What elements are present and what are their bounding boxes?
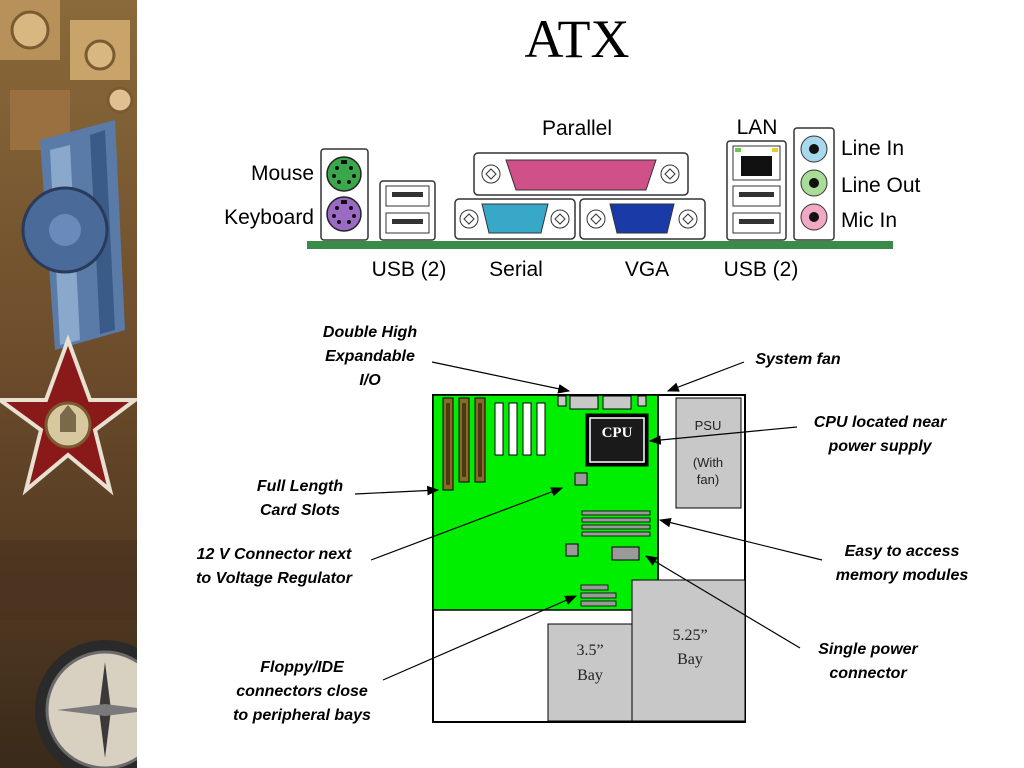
callout-double-high-1: Double High xyxy=(323,324,417,341)
label-mic-in: Mic In xyxy=(841,209,897,232)
callout-floppy-2: connectors close xyxy=(236,683,368,700)
bay-35 xyxy=(547,623,633,722)
label-vga: VGA xyxy=(625,258,669,281)
io-panel: Mouse Keyboard Parallel LAN Line In Line… xyxy=(224,116,920,281)
memory-modules xyxy=(581,510,651,537)
callout-system-fan: System fan xyxy=(755,351,841,368)
label-keyboard: Keyboard xyxy=(224,206,314,229)
callout-floppy-1: Floppy/IDE xyxy=(260,659,345,676)
callout-labels: Double High Expandable I/O System fan CP… xyxy=(196,324,968,724)
cpu-label: CPU xyxy=(602,425,633,441)
label-mouse: Mouse xyxy=(251,162,314,185)
decorative-sidebar-image xyxy=(0,0,137,768)
arrow-system-fan xyxy=(666,361,745,392)
medal-cross xyxy=(0,334,137,496)
callout-12v-1: 12 V Connector next xyxy=(197,546,352,563)
full-length-slots xyxy=(442,397,486,491)
pcb-strip xyxy=(307,241,893,249)
line-out-jack-icon xyxy=(800,169,828,197)
serial-port-icon xyxy=(454,198,576,240)
callout-single-power-1: Single power xyxy=(818,641,918,658)
arrow-memory xyxy=(658,517,823,561)
power-connector xyxy=(611,546,640,561)
regulator-chip xyxy=(574,472,588,486)
floppy-ide-connectors xyxy=(580,584,617,607)
callout-single-power-2: connector xyxy=(829,665,907,682)
mouse-port-icon xyxy=(326,156,362,192)
callout-full-length-1: Full Length xyxy=(257,478,343,495)
mic-in-jack-icon xyxy=(800,203,828,231)
lan-usb-ports xyxy=(726,140,787,241)
label-line-out: Line Out xyxy=(841,174,921,197)
psu-sub1: (With xyxy=(693,455,723,470)
line-in-jack-icon xyxy=(800,135,828,163)
arrow-power xyxy=(644,555,801,649)
parallel-port-icon xyxy=(473,152,689,196)
bay525-line2: Bay xyxy=(677,651,703,668)
label-usb-right: USB (2) xyxy=(724,258,799,281)
arrow-cpu-near xyxy=(648,426,798,445)
arrow-floppy xyxy=(382,595,578,681)
callout-double-high-2: Expandable xyxy=(325,348,415,365)
callout-12v-2: to Voltage Regulator xyxy=(196,570,353,587)
medal-ribbon xyxy=(21,120,125,350)
callout-arrows xyxy=(354,361,823,681)
compass-icon xyxy=(35,640,137,768)
bay525-line1: 5.25” xyxy=(672,627,707,644)
bay35-line1: 3.5” xyxy=(576,642,603,659)
label-lan: LAN xyxy=(737,116,778,139)
slide-title: ATX xyxy=(524,9,630,69)
label-line-in: Line In xyxy=(841,137,904,160)
rear-io-connectors xyxy=(557,395,647,410)
callout-cpu-near-1: CPU located near xyxy=(814,414,947,431)
psu-label: PSU xyxy=(695,418,722,433)
atx-case-layout: CPU PSU (With fan) 3.5” Bay 5.25” Bay xyxy=(432,394,746,723)
cpu-chip-icon: CPU xyxy=(585,413,649,467)
callout-double-high-3: I/O xyxy=(359,372,381,389)
vga-port-icon xyxy=(579,198,706,240)
callout-memory-1: Easy to access xyxy=(845,543,960,560)
callout-memory-2: memory modules xyxy=(836,567,969,584)
usb-left-ports xyxy=(379,180,436,241)
psu-sub2: fan) xyxy=(697,472,719,487)
label-parallel: Parallel xyxy=(542,117,612,140)
arrow-double-high xyxy=(431,361,571,394)
audio-jacks xyxy=(793,127,835,241)
v12-connector xyxy=(565,543,579,557)
arrow-full-length xyxy=(354,485,440,496)
keyboard-port-icon xyxy=(326,196,362,232)
tile-pattern xyxy=(0,0,134,150)
label-serial: Serial xyxy=(489,258,543,281)
callout-cpu-near-2: power supply xyxy=(827,438,932,455)
callout-floppy-3: to peripheral bays xyxy=(233,707,371,724)
psu-box xyxy=(675,397,742,509)
pci-slots xyxy=(494,402,546,456)
callout-full-length-2: Card Slots xyxy=(260,502,340,519)
bay35-line2: Bay xyxy=(577,667,603,684)
label-usb-left: USB (2) xyxy=(372,258,447,281)
arrow-12v xyxy=(370,487,564,561)
